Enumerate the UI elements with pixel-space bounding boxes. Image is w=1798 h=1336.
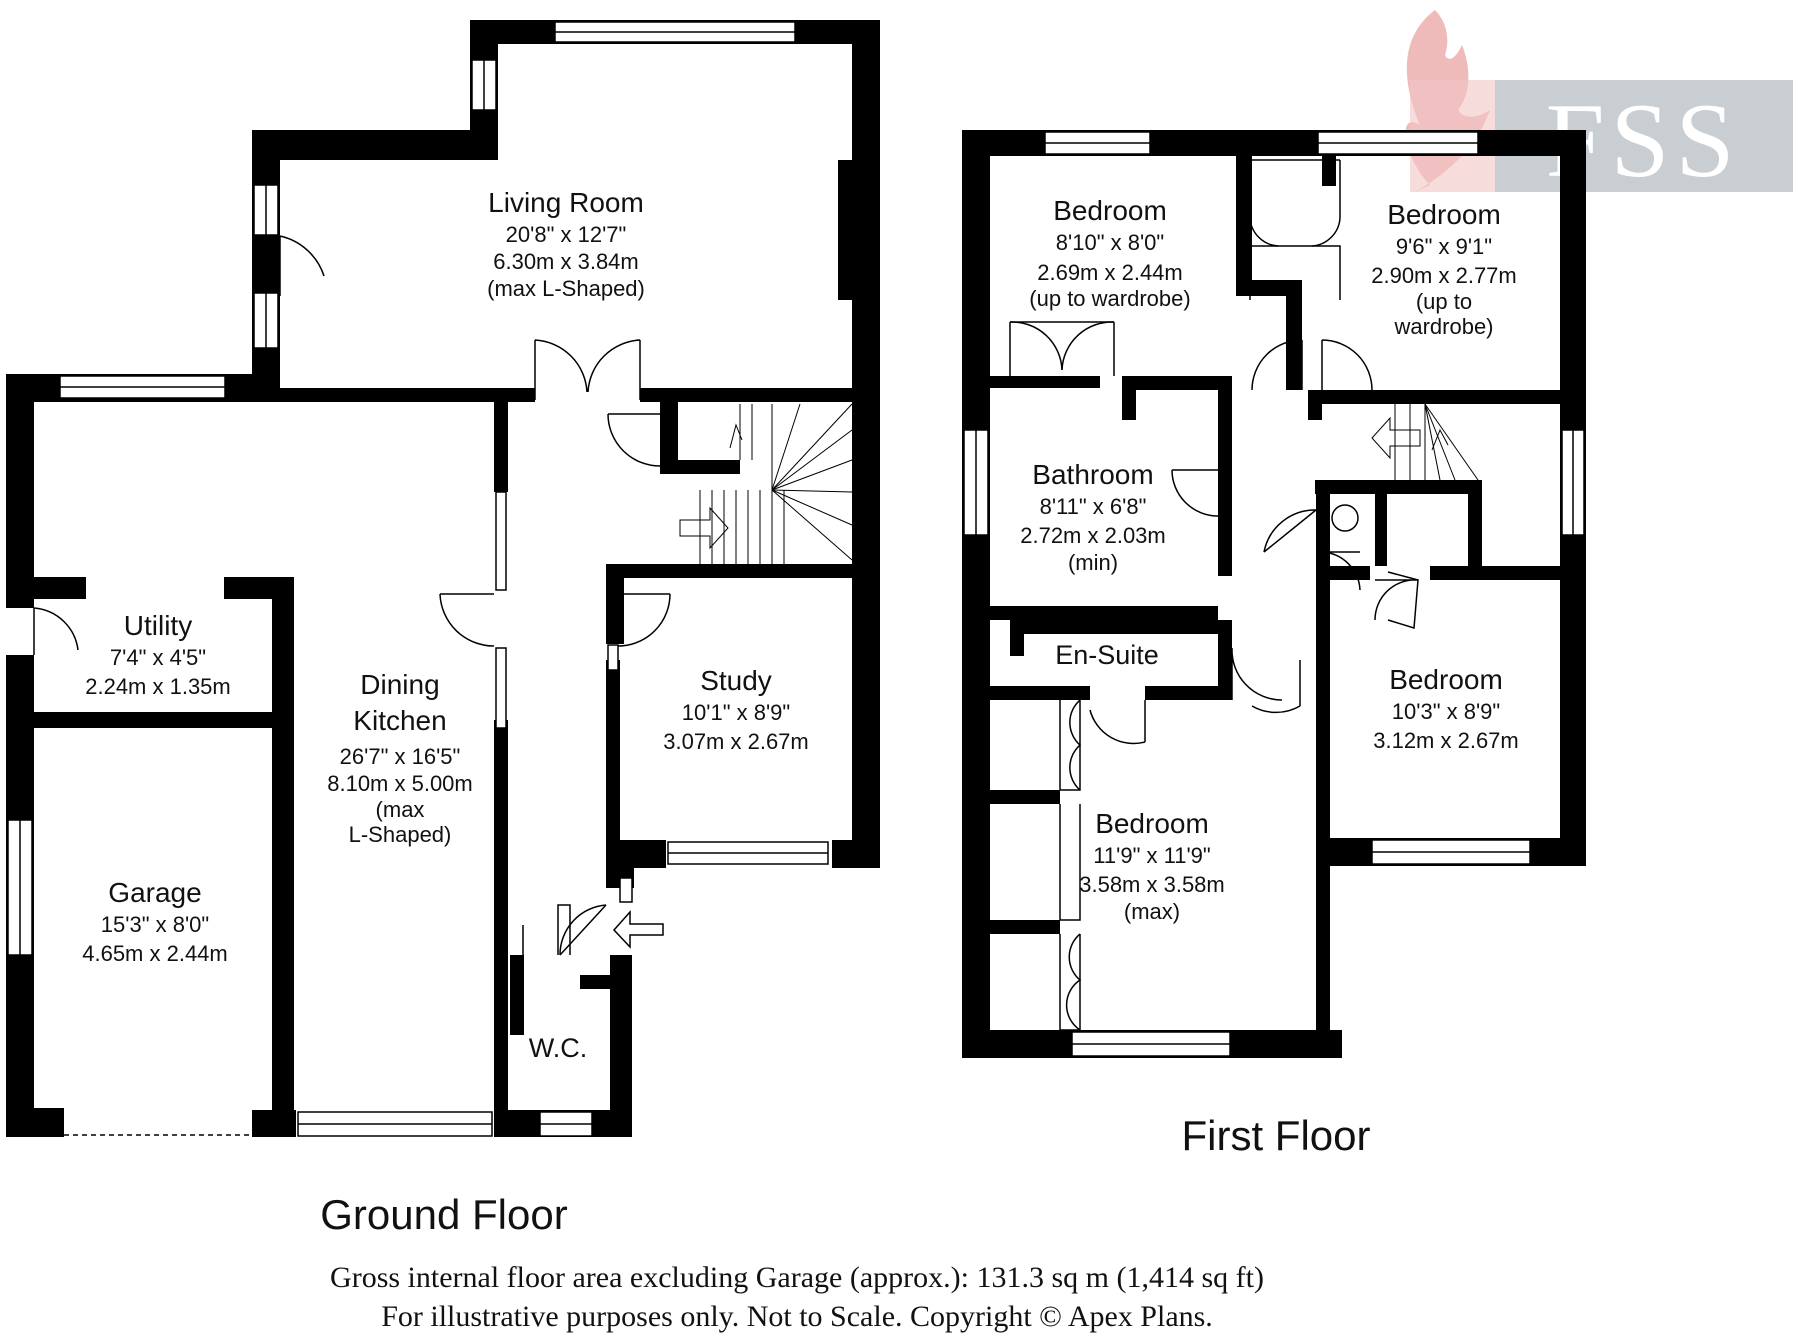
bath-name: Bathroom [1032,459,1153,490]
bed1-imperial: 8'10" x 8'0" [1056,230,1164,255]
dining-kitchen-label: Dining Kitchen 26'7" x 16'5" 8.10m x 5.0… [327,669,473,847]
utility-metric: 2.24m x 1.35m [85,674,231,699]
bath-metric: 2.72m x 2.03m [1020,523,1166,548]
kitchen-name: Kitchen [353,705,446,736]
utility-name: Utility [124,610,192,641]
bedroom-4-label: Bedroom 11'9" x 11'9" 3.58m x 3.58m (max… [1079,808,1225,924]
study-name: Study [700,665,772,696]
fss-logo: FSS [1405,10,1793,199]
ground-floor-title: Ground Floor [320,1191,567,1238]
wc-name: W.C. [529,1033,588,1063]
study-metric: 3.07m x 2.67m [663,729,809,754]
living-room-note: (max L-Shaped) [487,276,645,301]
utility-imperial: 7'4" x 4'5" [110,645,206,670]
bed2-imperial: 9'6" x 9'1" [1396,234,1492,259]
ground-floor-doors [33,235,671,968]
living-room-imperial: 20'8" x 12'7" [506,222,627,247]
footer-area-note: Gross internal floor area excluding Gara… [330,1261,1264,1294]
study-label: Study 10'1" x 8'9" 3.07m x 2.67m [663,665,809,754]
first-floor-windows [963,131,1585,1057]
footer-copyright: For illustrative purposes only. Not to S… [381,1300,1213,1333]
bed4-metric: 3.58m x 3.58m [1079,872,1225,897]
bathroom-label: Bathroom 8'11" x 6'8" 2.72m x 2.03m (min… [1020,459,1166,575]
first-floor-doors [1009,159,1419,1031]
dining-metric: 8.10m x 5.00m [327,771,473,796]
bed3-metric: 3.12m x 2.67m [1373,728,1519,753]
bed4-note: (max) [1124,899,1180,924]
bath-imperial: 8'11" x 6'8" [1040,494,1147,519]
first-floor-title: First Floor [1182,1112,1371,1159]
bedroom-2-label: Bedroom 9'6" x 9'1" 2.90m x 2.77m (up to… [1371,199,1517,339]
ground-floor-windows [7,21,829,1137]
bed4-imperial: 11'9" x 11'9" [1093,843,1210,868]
living-room-label: Living Room 20'8" x 12'7" 6.30m x 3.84m … [487,187,645,301]
bed2-note-2: wardrobe) [1393,314,1493,339]
utility-label: Utility 7'4" x 4'5" 2.24m x 1.35m [85,610,231,699]
bath-note: (min) [1068,550,1118,575]
bed3-name: Bedroom [1389,664,1503,695]
bed1-name: Bedroom [1053,195,1167,226]
garage-metric: 4.65m x 2.44m [82,941,228,966]
bed2-note-1: (up to [1416,289,1472,314]
bed1-metric: 2.69m x 2.44m [1037,260,1183,285]
garage-imperial: 15'3" x 8'0" [101,912,209,937]
dining-name: Dining [360,669,439,700]
bed3-imperial: 10'3" x 8'9" [1392,699,1500,724]
bedroom-1-label: Bedroom 8'10" x 8'0" 2.69m x 2.44m (up t… [1029,195,1190,311]
first-staircase [1371,403,1479,481]
garage-label: Garage 15'3" x 8'0" 4.65m x 2.44m [82,877,228,966]
living-room-name: Living Room [488,187,644,218]
study-imperial: 10'1" x 8'9" [682,700,790,725]
bedroom-3-label: Bedroom 10'3" x 8'9" 3.12m x 2.67m [1373,664,1519,753]
dining-imperial: 26'7" x 16'5" [340,744,461,769]
living-room-metric: 6.30m x 3.84m [493,249,639,274]
garage-name: Garage [108,877,201,908]
bed2-metric: 2.90m x 2.77m [1371,263,1517,288]
dining-note-1: (max [376,797,425,822]
dining-note-2: L-Shaped) [349,822,452,847]
ensuite-name: En-Suite [1055,640,1159,670]
bed2-name: Bedroom [1387,199,1501,230]
bed4-name: Bedroom [1095,808,1209,839]
bed1-note: (up to wardrobe) [1029,286,1190,311]
ground-staircase [679,403,853,564]
ground-floor-walls [6,20,880,1137]
entrance-arrow-icon [612,910,664,949]
